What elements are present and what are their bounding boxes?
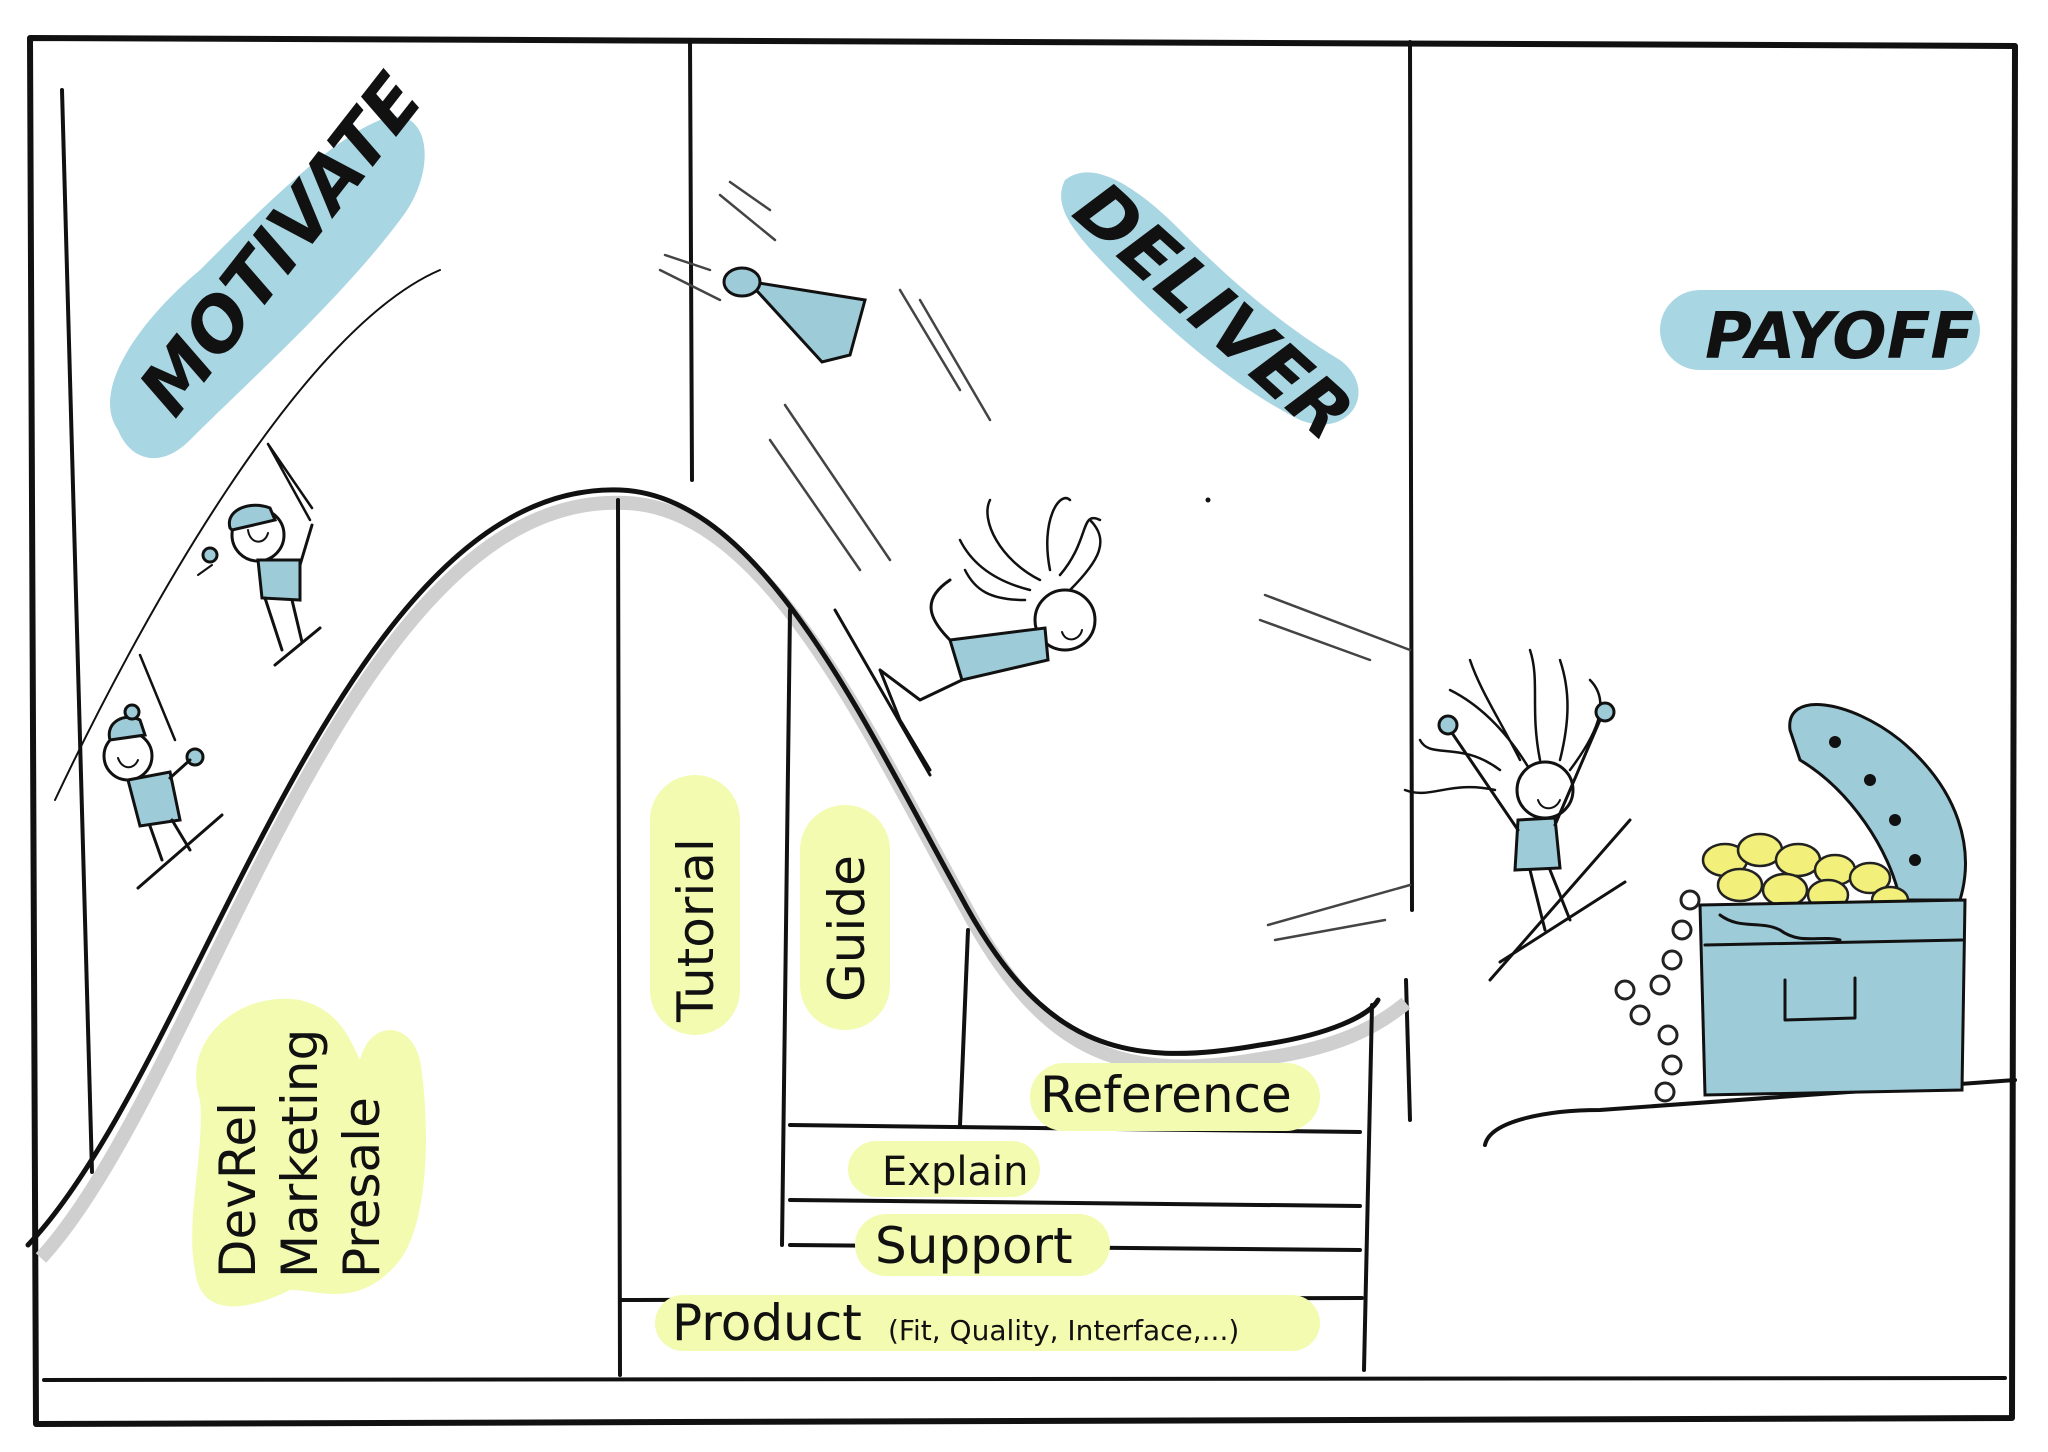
adoption-curve [25, 487, 1411, 1263]
column-dividers [60, 38, 1414, 1174]
label-highlights [192, 775, 1320, 1351]
stray-dot [1205, 497, 1211, 503]
label-explain: Explain [882, 1149, 1028, 1195]
stage-highlights [110, 116, 1980, 459]
label-support: Support [875, 1217, 1073, 1275]
treasure-chest [1614, 703, 1967, 1103]
stage-motivate: MOTIVATE [122, 58, 439, 430]
label-reference: Reference [1040, 1066, 1292, 1124]
label-guide: Guide [818, 855, 876, 1002]
label-marketing: Marketing [271, 1029, 329, 1278]
chest-chain [1614, 889, 1701, 1103]
skier-jumping [1258, 593, 1632, 982]
climber-figure-upper [197, 442, 322, 667]
label-product-note: (Fit, Quality, Interface,...) [888, 1314, 1239, 1347]
label-product: Product [672, 1294, 862, 1352]
label-devrel: DevRel [209, 1102, 267, 1278]
label-presale: Presale [333, 1097, 391, 1278]
climber-figure-lower [102, 653, 224, 890]
flying-boot [658, 180, 992, 572]
label-tutorial: Tutorial [667, 838, 725, 1023]
slope-line [54, 269, 441, 801]
stage-payoff: PAYOFF [1705, 300, 1974, 374]
motivate-labels: DevRel Marketing Presale [209, 1029, 391, 1278]
stage-deliver: DELIVER [1059, 165, 1369, 456]
skier-falling [833, 497, 1102, 777]
payoff-ledge [1483, 1078, 2017, 1147]
frame [27, 35, 2018, 1427]
